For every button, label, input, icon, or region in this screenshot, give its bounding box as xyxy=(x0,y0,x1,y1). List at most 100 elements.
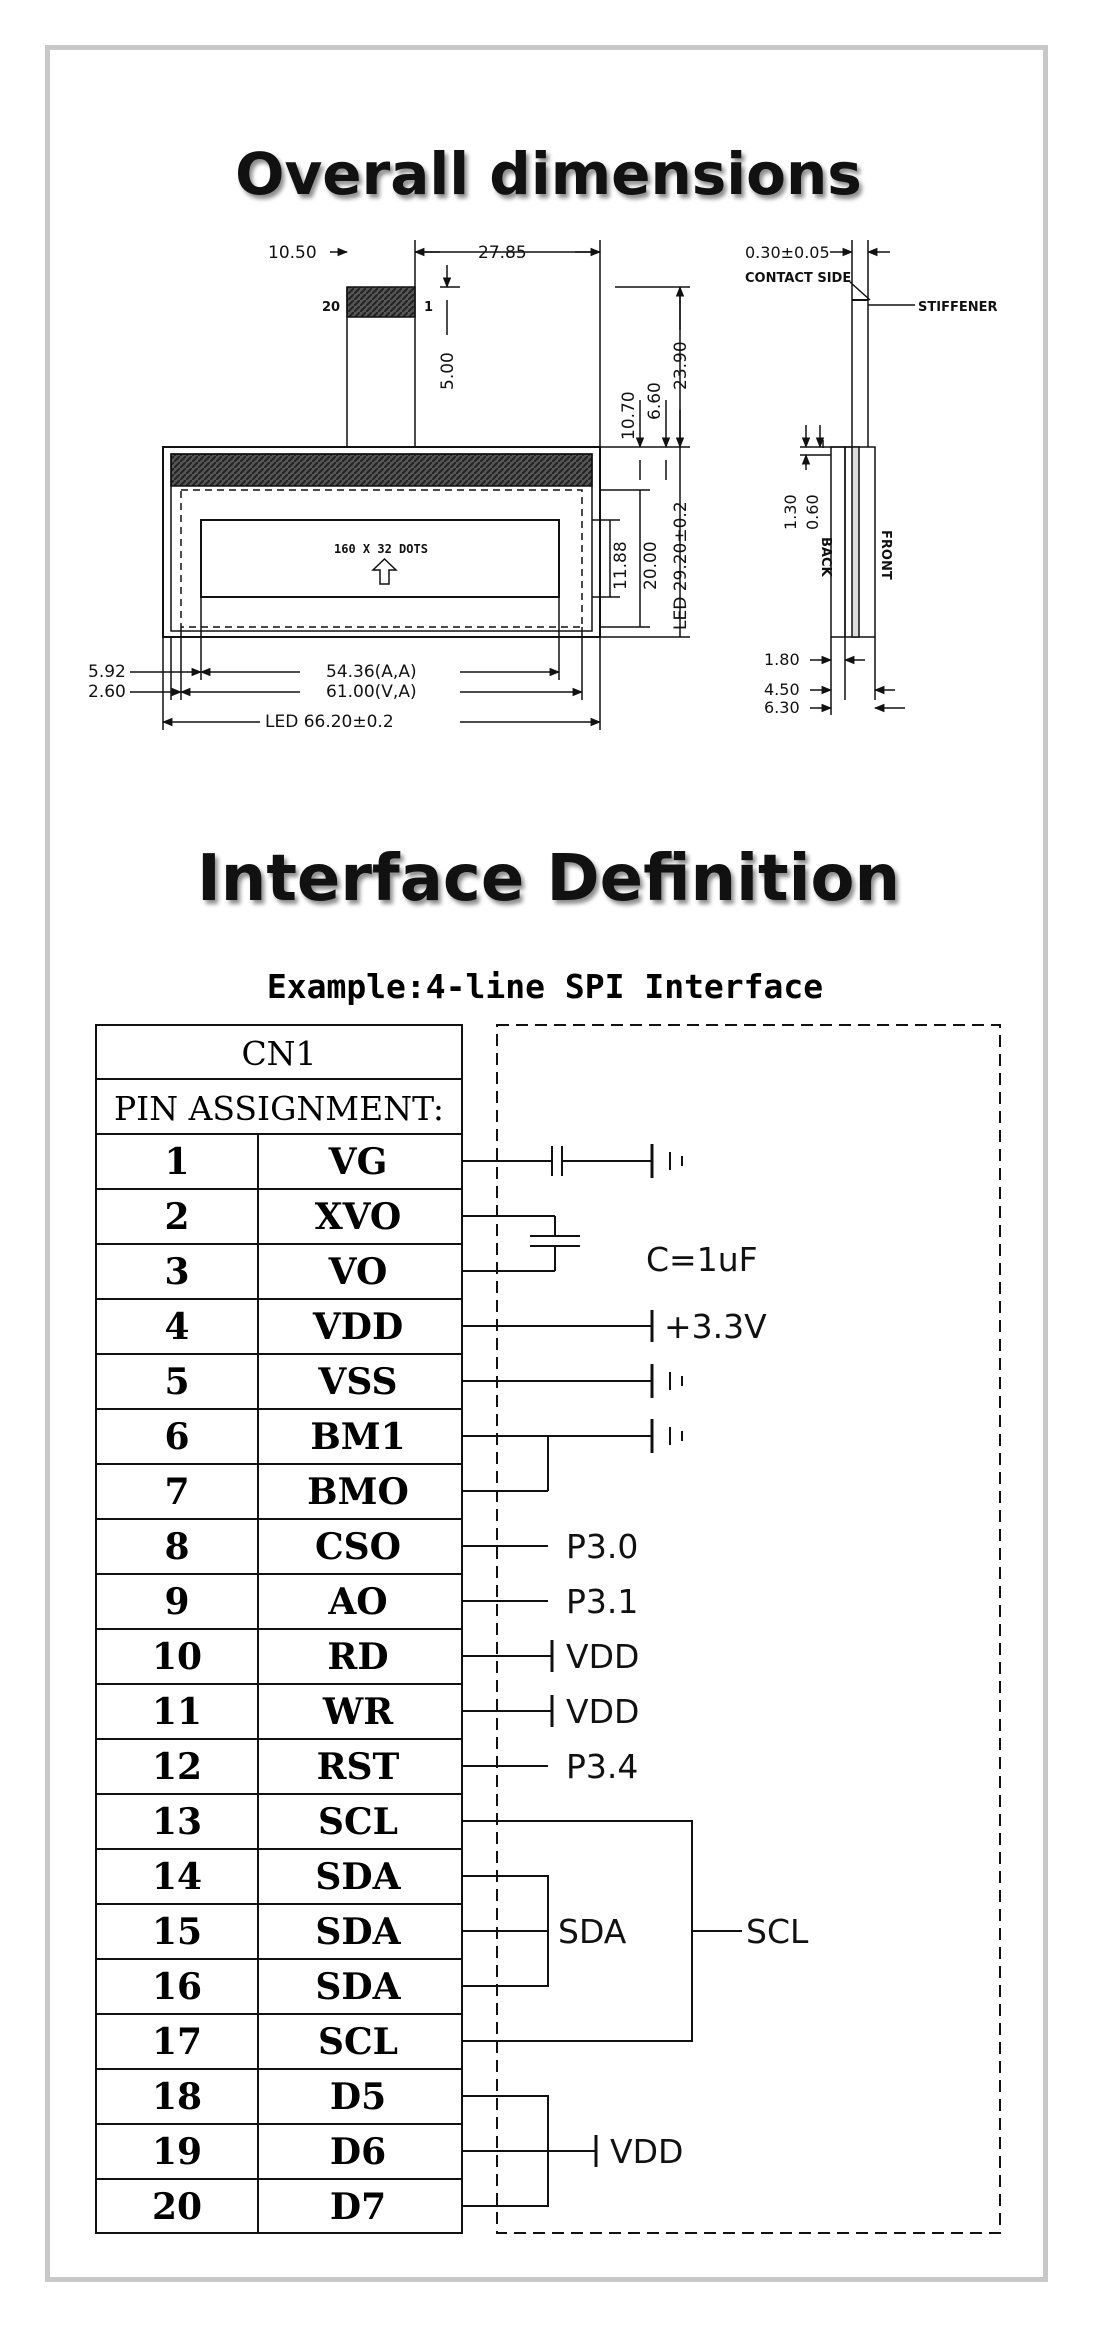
pin-assignment-header: PIN ASSIGNMENT: xyxy=(114,1089,444,1128)
dim-1-30: 1.30 xyxy=(781,494,800,530)
pin-name: VO xyxy=(328,1251,388,1293)
pin-number: 5 xyxy=(164,1361,189,1403)
front-view-labels: 10.50 27.85 20 1 5.00 10.70 6.60 23.90 1… xyxy=(88,243,691,732)
pin-name: SDA xyxy=(315,1966,401,2008)
pin-name: RD xyxy=(327,1636,388,1678)
led-outline xyxy=(170,453,593,632)
dim-6-30: 6.30 xyxy=(764,698,800,717)
front-label: FRONT xyxy=(878,530,893,580)
pin-number: 18 xyxy=(152,2076,202,2118)
pin-number: 17 xyxy=(152,2021,202,2063)
pin-number: 20 xyxy=(152,2186,202,2228)
wr-vdd: VDD xyxy=(566,1692,639,1731)
pin-number: 16 xyxy=(152,1966,202,2008)
pin-number: 14 xyxy=(152,1856,202,1898)
pin-table xyxy=(95,1024,463,2234)
pin-20-label: 20 xyxy=(322,300,340,315)
pin-number: 15 xyxy=(152,1911,202,1953)
pin-number: 13 xyxy=(152,1801,202,1843)
display-resolution-label: 160 X 32 DOTS xyxy=(334,542,428,556)
pin-name: VSS xyxy=(317,1361,397,1403)
pin-name: D6 xyxy=(330,2131,386,2173)
pin-rows: 1 VG 2 XVO 3 VO 4 VDD 5 VSS 6 BM1 7 BMO 8 CSO 9 AO 10 RD 11 W… xyxy=(152,1141,409,2228)
port-p31: P3.1 xyxy=(566,1582,638,1621)
connector-label: CN1 xyxy=(241,1034,316,1073)
pin-name: BMO xyxy=(307,1471,409,1513)
dim-led-width: LED 66.20±0.2 xyxy=(265,712,394,732)
pin-number: 12 xyxy=(152,1746,202,1788)
pin-name: D5 xyxy=(330,2076,386,2118)
rd-vdd: VDD xyxy=(566,1637,639,1676)
dim-20-00: 20.00 xyxy=(641,541,661,590)
data-bus-vdd: VDD xyxy=(610,2132,683,2171)
pin-number: 1 xyxy=(164,1141,189,1183)
dim-11-88: 11.88 xyxy=(611,541,631,590)
pin-name: CSO xyxy=(315,1526,401,1568)
pin-number: 9 xyxy=(164,1581,189,1623)
pin-number: 4 xyxy=(164,1306,189,1348)
dim-view-area: 61.00(V,A) xyxy=(326,682,417,702)
pin-name: AO xyxy=(327,1581,387,1623)
dim-0-60: 0.60 xyxy=(803,494,822,530)
overall-dimensions-heading: Overall dimensions xyxy=(235,140,862,208)
dim-top-width: 27.85 xyxy=(478,243,527,263)
pin-name: D7 xyxy=(330,2186,386,2228)
pin-name: RST xyxy=(317,1746,400,1788)
circuit-wiring xyxy=(462,1144,742,2207)
pin-number: 6 xyxy=(164,1416,189,1458)
dim-top-left: 10.50 xyxy=(268,243,317,263)
dim-6-60: 6.60 xyxy=(645,382,665,420)
pin-number: 7 xyxy=(164,1471,189,1513)
pin-number: 3 xyxy=(164,1251,189,1293)
back-label: BACK xyxy=(818,537,833,578)
port-p30: P3.0 xyxy=(566,1527,638,1566)
dim-5-92: 5.92 xyxy=(88,662,126,682)
pin-number: 2 xyxy=(164,1196,189,1238)
dim-tail: 5.00 xyxy=(438,352,458,390)
dim-23-90: 23.90 xyxy=(671,341,691,390)
pin-name: SDA xyxy=(315,1856,401,1898)
capacitor-value: C=1uF xyxy=(646,1240,758,1279)
mcu-dashed-box xyxy=(496,1024,1001,2234)
top-hatched-band xyxy=(170,453,593,487)
example-title: Example:4-line SPI Interface xyxy=(267,967,823,1006)
dim-1-80: 1.80 xyxy=(764,650,800,669)
dim-4-50: 4.50 xyxy=(764,680,800,699)
port-p34: P3.4 xyxy=(566,1747,638,1786)
pin-name: VG xyxy=(328,1141,388,1183)
pin-number: 11 xyxy=(152,1691,202,1733)
view-area-outline xyxy=(180,489,583,628)
circuit-labels: C=1uF +3.3V P3.0 P3.1 VDD VDD P3.4 SDA S… xyxy=(558,1240,809,2171)
pin-name: SDA xyxy=(315,1911,401,1953)
dim-led-height: LED 29.20±0.2 xyxy=(671,501,691,630)
up-arrow-icon xyxy=(371,557,398,585)
pin-name: SCL xyxy=(318,1801,398,1843)
active-area xyxy=(200,519,560,598)
pin-name: XVO xyxy=(315,1196,402,1238)
dim-10-70: 10.70 xyxy=(619,391,639,440)
module-outline xyxy=(162,446,601,638)
interface-definition-heading: Interface Definition xyxy=(196,842,901,916)
pin-name: BM1 xyxy=(310,1416,405,1458)
pin-name: VDD xyxy=(312,1306,403,1348)
front-view xyxy=(130,240,690,730)
supply-voltage: +3.3V xyxy=(664,1307,767,1346)
side-module-body xyxy=(844,446,876,638)
dim-2-60: 2.60 xyxy=(88,682,126,702)
dim-thickness: 0.30±0.05 xyxy=(745,243,830,262)
pin-1-label: 1 xyxy=(424,300,433,315)
dim-active-area: 54.36(A,A) xyxy=(326,662,417,682)
page-frame xyxy=(45,45,1048,2282)
pin-name: WR xyxy=(322,1691,394,1733)
side-view-labels: 0.30±0.05 CONTACT SIDE STIFFENER 1.30 0.… xyxy=(745,243,997,717)
scl-net-label: SCL xyxy=(746,1912,809,1951)
pin-name: SCL xyxy=(318,2021,398,2063)
sda-net-label: SDA xyxy=(558,1912,627,1951)
pin-number: 10 xyxy=(152,1636,202,1678)
pin-number: 19 xyxy=(152,2131,202,2173)
fpc-contacts xyxy=(346,286,416,318)
stiffener-label: STIFFENER xyxy=(918,300,997,315)
pin-number: 8 xyxy=(164,1526,189,1568)
side-view xyxy=(800,240,915,715)
